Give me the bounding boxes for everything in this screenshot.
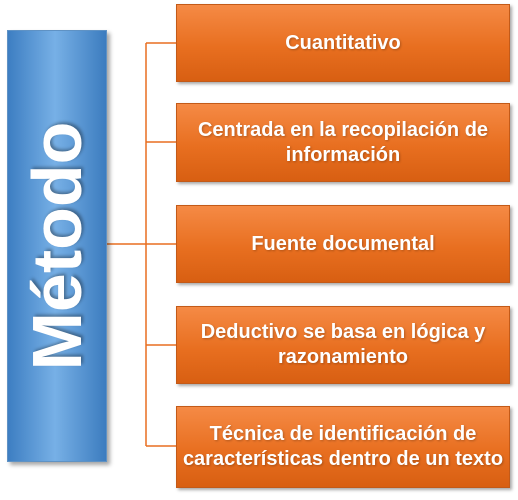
child-node-5-label: Técnica de identificación de característ… bbox=[182, 423, 504, 470]
root-label: Método bbox=[18, 121, 96, 371]
child-node-1-label: Cuantitativo bbox=[285, 31, 401, 54]
child-node-1: Cuantitativo bbox=[176, 4, 510, 82]
child-node-4: Deductivo se basa en lógica y razonamien… bbox=[176, 306, 510, 384]
child-node-3-label: Fuente documental bbox=[251, 232, 435, 255]
child-node-2-label: Centrada en la recopilación de informaci… bbox=[197, 118, 489, 166]
child-node-5: Técnica de identificación de característ… bbox=[176, 406, 510, 488]
child-node-3: Fuente documental bbox=[176, 205, 510, 283]
child-node-2: Centrada en la recopilación de informaci… bbox=[176, 103, 510, 182]
child-node-4-label: Deductivo se basa en lógica y razonamien… bbox=[200, 321, 486, 368]
root-node: Método bbox=[7, 30, 107, 462]
